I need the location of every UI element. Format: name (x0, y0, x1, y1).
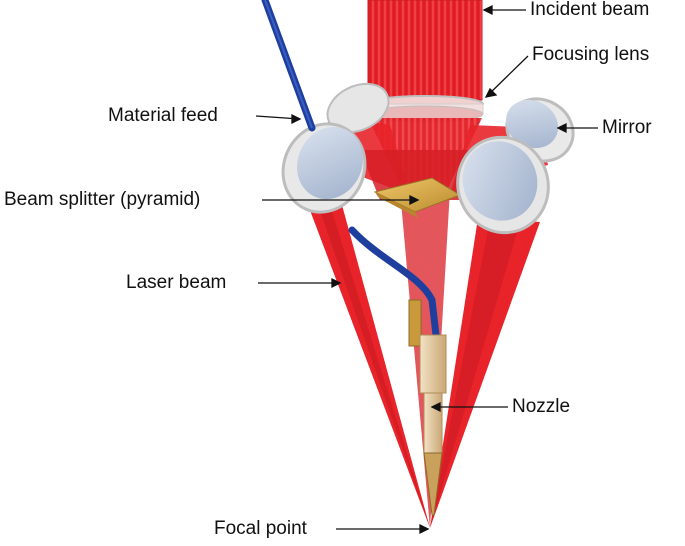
label-focal-point: Focal point (214, 518, 307, 539)
label-beam-splitter: Beam splitter (pyramid) (4, 189, 201, 210)
label-focusing-lens: Focusing lens (532, 44, 650, 65)
label-incident-beam: Incident beam (530, 0, 650, 20)
label-laser-beam: Laser beam (126, 272, 227, 293)
laser-beam-left (308, 205, 430, 528)
leader-lines (255, 4, 598, 535)
mirror-front-right (456, 135, 550, 235)
focusing-lens (366, 95, 484, 123)
label-mirror: Mirror (602, 117, 652, 138)
laser-beam-right (430, 218, 540, 528)
incident-beam (367, 0, 483, 101)
label-material-feed: Material feed (108, 105, 218, 126)
label-nozzle: Nozzle (512, 396, 571, 417)
mirror-left (281, 122, 367, 214)
mirror-back-left (326, 82, 390, 134)
